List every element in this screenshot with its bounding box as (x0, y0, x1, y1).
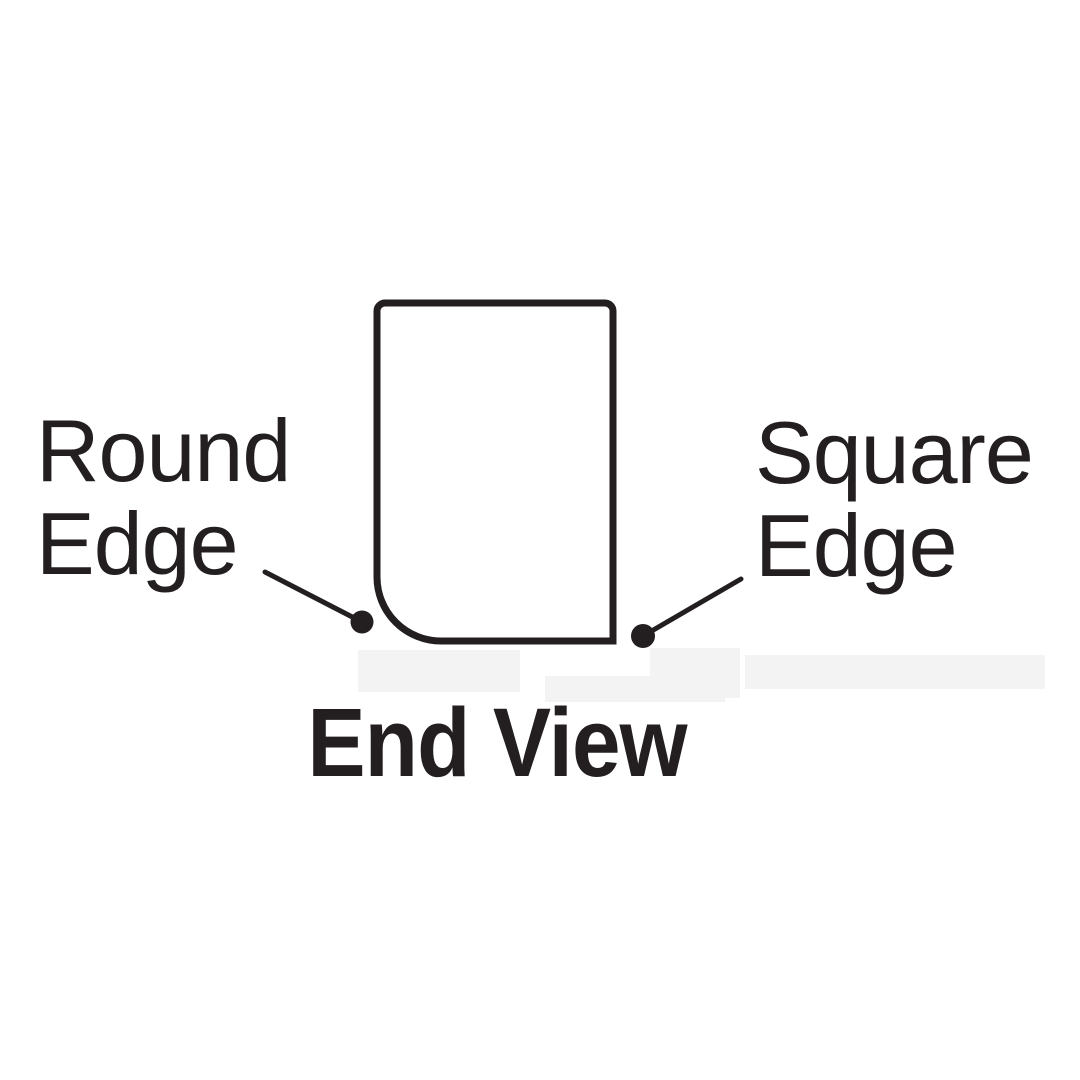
round-edge-label: Round Edge (36, 401, 291, 593)
square-edge-leader-line (640, 576, 744, 639)
square-edge-label: Square Edge (755, 403, 1034, 595)
artifact-smudge (745, 655, 1045, 689)
artifact-smudge (650, 648, 740, 698)
artifact-smudges (358, 648, 1045, 702)
end-view-profile-outline (373, 299, 617, 645)
square-edge-marker-dot (631, 624, 655, 648)
artifact-smudge (358, 650, 520, 692)
round-edge-marker-dot (350, 610, 374, 634)
round-edge-leader-line (262, 569, 365, 625)
diagram-title: End View (307, 688, 687, 797)
